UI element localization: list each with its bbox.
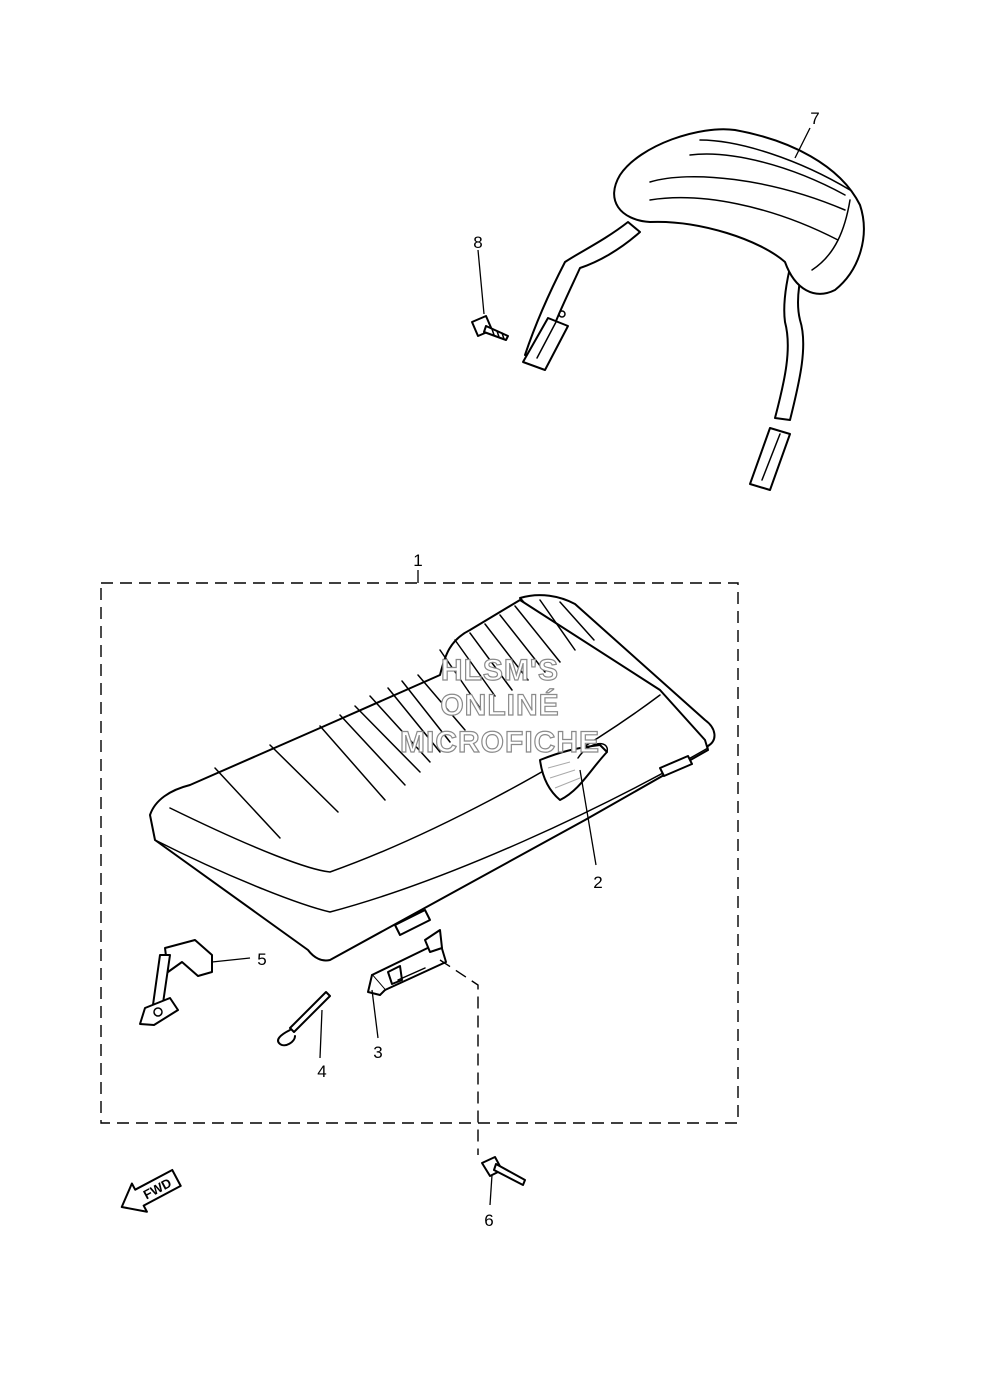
callout-8: 8 [473,233,482,252]
pin-part-6 [481,1156,526,1186]
watermark-line-3: MICROFICHE [400,726,600,759]
callout-4: 4 [317,1062,326,1081]
rod-part-4 [277,991,331,1047]
callout-1: 1 [413,551,422,570]
seat [149,594,716,962]
callout-6: 6 [484,1211,493,1230]
hinge-part-3 [367,929,447,996]
backrest-part-7 [522,128,865,491]
fwd-arrow-icon: FWD [120,1168,182,1213]
watermark-line-1: HLSM'S [441,654,559,687]
watermark-line-2: ONLINÉ [440,688,559,722]
bolt-part-8 [471,315,509,341]
watermark: HLSM'S ONLINÉ MICROFICHE [399,653,600,759]
callout-3: 3 [373,1043,382,1062]
callout-2: 2 [593,873,602,892]
callout-5: 5 [257,950,266,969]
callout-7: 7 [810,109,819,128]
stay-part-5 [139,939,213,1026]
